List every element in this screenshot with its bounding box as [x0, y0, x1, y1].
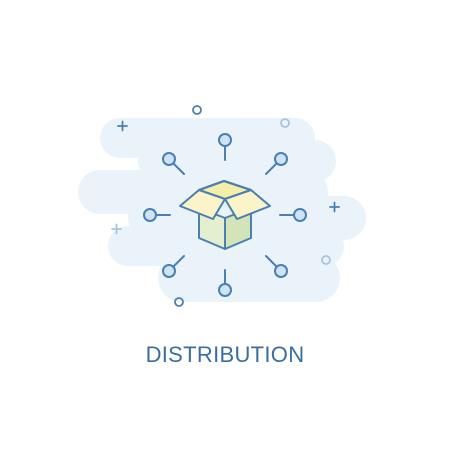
open-box-icon	[179, 180, 271, 250]
node-bottom	[218, 283, 232, 297]
ring-icon	[321, 255, 331, 265]
node-top-left	[162, 152, 176, 166]
ring-icon	[280, 118, 290, 128]
plus-icon	[111, 223, 122, 235]
plus-icon	[117, 120, 128, 132]
node-bottom-left	[162, 264, 176, 278]
node-top-right	[274, 152, 288, 166]
node-bottom-right	[274, 264, 288, 278]
node-left	[143, 208, 157, 222]
node-right	[293, 208, 307, 222]
title-caption: DISTRIBUTION	[145, 342, 305, 367]
network-spokes	[143, 133, 307, 297]
plus-icon	[329, 201, 340, 213]
ring-icon	[174, 297, 184, 307]
node-top	[218, 133, 232, 147]
ring-icon	[192, 105, 202, 115]
decor-sparkles	[111, 105, 340, 307]
